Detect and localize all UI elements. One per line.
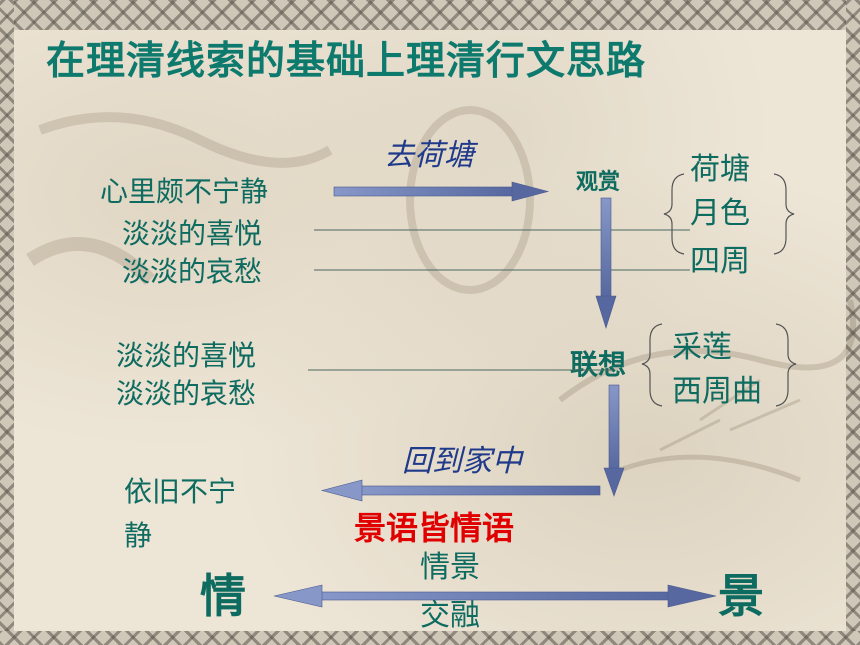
arrow-view-to-associate [595, 197, 617, 330]
mood-still-restless-2: 静 [124, 519, 153, 552]
label-scenery: 景 [718, 569, 764, 623]
decorative-border-left [0, 0, 14, 645]
arrow-associate-down [603, 384, 625, 497]
arrow-to-view [333, 181, 550, 202]
brace-left-group2 [641, 323, 663, 407]
mood-joy-2: 淡淡的喜悦 [116, 339, 257, 372]
highlight-scene-is-emotion: 景语皆情语 [354, 509, 515, 547]
label-emotion: 情 [200, 569, 246, 623]
mood-sorrow-1: 淡淡的哀愁 [122, 255, 263, 288]
brace-right-group2 [775, 323, 797, 407]
label-go-to-pond: 去荷塘 [384, 138, 474, 173]
label-fusion-1: 情景 [420, 550, 480, 585]
brace-left-group1 [663, 173, 685, 255]
decorative-border-top [0, 0, 860, 30]
scene-moonlight: 月色 [690, 196, 750, 231]
decorative-border-bottom [0, 631, 860, 645]
mood-joy-1: 淡淡的喜悦 [122, 217, 263, 250]
scene-surroundings: 四周 [690, 244, 750, 279]
label-return-home: 回到家中 [402, 444, 522, 479]
scene-lotus-pond: 荷塘 [690, 152, 750, 187]
mood-restless: 心里颇不宁静 [100, 175, 269, 208]
page-title: 在理清线索的基础上理清行文思路 [46, 39, 647, 84]
mood-still-restless-1: 依旧不宁 [124, 475, 237, 508]
arrow-return-home [320, 479, 601, 502]
decorative-border-right [846, 0, 860, 645]
label-fusion-2: 交融 [420, 598, 480, 633]
brace-right-group1 [773, 173, 795, 255]
label-associate: 联想 [570, 348, 627, 381]
label-view: 观赏 [576, 170, 621, 195]
scene-lotus-picking: 采莲 [672, 330, 732, 365]
double-arrow-emotion-scenery [273, 584, 717, 608]
mood-sorrow-2: 淡淡的哀愁 [116, 377, 257, 410]
scene-xizhou-song: 西周曲 [672, 374, 762, 409]
